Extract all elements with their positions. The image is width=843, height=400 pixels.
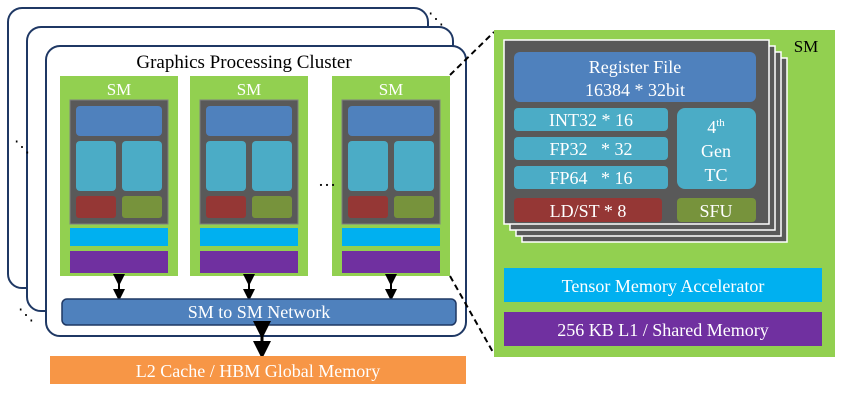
fp64-block	[514, 166, 668, 189]
global-memory-bar	[50, 356, 466, 384]
stack-dots-left: ⋱	[14, 139, 30, 156]
sm-sfu-block	[122, 196, 162, 218]
int32-label: INT32 * 16	[549, 110, 633, 130]
register-file-label: Register File	[589, 57, 682, 77]
sfu-label: SFU	[699, 201, 732, 221]
gpc-title: Graphics Processing Cluster	[136, 52, 352, 73]
sm-sfu-block	[394, 196, 434, 218]
tma-bar	[504, 268, 822, 302]
global-memory-label: L2 Cache / HBM Global Memory	[136, 361, 380, 381]
sm-label: SM	[237, 80, 262, 99]
sm-tma-bar	[70, 228, 168, 246]
sm-sfu-block	[252, 196, 292, 218]
tensor-core-block	[677, 108, 756, 189]
sm-tma-bar	[200, 228, 298, 246]
gpc-sm-unit: SM	[332, 76, 450, 301]
register-file-block	[514, 52, 756, 102]
sm-core-block-left	[206, 141, 246, 191]
fp64-label: FP64 * 16	[549, 168, 632, 188]
sm-tma-bar	[342, 228, 440, 246]
zoom-line-top	[449, 31, 495, 76]
sfu-block	[677, 198, 756, 222]
sm-l1-bar	[70, 251, 168, 273]
sm-ellipsis: …	[318, 170, 336, 190]
sm-ldst-block	[206, 196, 246, 218]
fp32-block	[514, 137, 668, 160]
sm-l1-bar	[200, 251, 298, 273]
int32-block	[514, 108, 668, 131]
gpc-sm-unit: SM	[60, 76, 178, 301]
sm-core-block-right	[394, 141, 434, 191]
stack-dots-top: ⋱	[428, 11, 444, 28]
sm-core-block-left	[348, 141, 388, 191]
sm-detail-label: SM	[794, 37, 819, 56]
tma-label: Tensor Memory Accelerator	[562, 276, 765, 296]
l1-shared-memory-bar	[504, 312, 822, 346]
sm-ldst-block	[76, 196, 116, 218]
fp32-label: FP32 * 32	[549, 139, 632, 159]
l1-shared-memory-label: 256 KB L1 / Shared Memory	[557, 320, 768, 340]
sm-core-block-right	[122, 141, 162, 191]
gpc-sm-unit: SM	[190, 76, 308, 301]
sm-label: SM	[379, 80, 404, 99]
stack-dots-bottom: ⋱	[18, 307, 34, 324]
tc-gen-suffix: th	[716, 117, 725, 129]
sm-ldst-block	[348, 196, 388, 218]
register-file-size: 16384 * 32bit	[585, 80, 685, 100]
sm-register-block	[76, 106, 162, 136]
tensor-core-line3: TC	[704, 165, 727, 185]
sm-core-block-left	[76, 141, 116, 191]
tc-gen-number: 4	[707, 117, 716, 137]
zoom-line-bottom	[449, 275, 495, 355]
sm-register-block	[206, 106, 292, 136]
ldst-block	[514, 198, 662, 222]
sm-l1-bar	[342, 251, 440, 273]
tensor-core-line2: Gen	[701, 141, 731, 161]
sm-network-label: SM to SM Network	[188, 302, 331, 322]
sm-register-block	[348, 106, 434, 136]
sm-label: SM	[107, 80, 132, 99]
sm-core-block-right	[252, 141, 292, 191]
ldst-label: LD/ST * 8	[550, 201, 627, 221]
tensor-core-line1: 4th	[707, 117, 725, 137]
